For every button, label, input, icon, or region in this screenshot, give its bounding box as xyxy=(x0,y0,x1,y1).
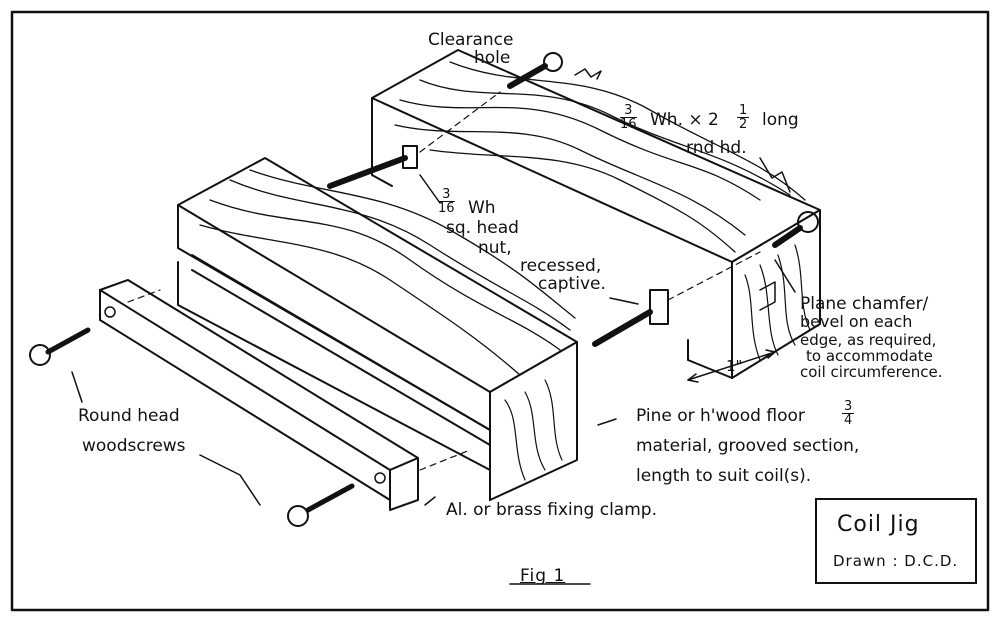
frac-num: 3 xyxy=(620,104,637,118)
screw-spec-text: Wh. × 2 xyxy=(650,110,719,130)
nut-fraction: 3 16 xyxy=(438,188,455,216)
sheet-border xyxy=(10,10,990,612)
frac-num: 1 xyxy=(737,103,750,118)
lower-wood-block xyxy=(177,157,578,501)
frac-den: 16 xyxy=(438,201,455,216)
frac-den: 4 xyxy=(844,413,853,428)
nut-label-2: sq. head xyxy=(446,218,519,238)
title-block: Coil Jig Drawn : D.C.D. xyxy=(815,498,977,584)
chamfer-label-3: edge, as required, xyxy=(800,331,937,349)
nut-label-5: captive. xyxy=(538,274,606,294)
title-block-drawn-by: Drawn : D.C.D. xyxy=(833,552,959,570)
nut-label-4: recessed, xyxy=(520,256,602,276)
clamp-label: Al. or brass fixing clamp. xyxy=(446,500,657,520)
title-block-title: Coil Jig xyxy=(837,512,920,537)
centre-lines xyxy=(127,91,761,471)
bolt-lower-front xyxy=(592,289,669,347)
frac-num: 3 xyxy=(842,399,855,414)
fixing-clamp xyxy=(99,279,419,511)
woodscrew-left xyxy=(29,327,91,366)
upper-wood-block xyxy=(371,49,821,379)
floor-fraction: 3 4 xyxy=(842,399,855,428)
bolt-right xyxy=(772,211,819,248)
floor-label-1: Pine or h'wood floor xyxy=(636,406,805,426)
screw-spec-end: long xyxy=(762,110,799,130)
floor-label-2: material, grooved section, xyxy=(636,436,860,456)
clearance-label-2: hole xyxy=(474,48,511,68)
figure-caption: Fig 1 xyxy=(520,566,566,586)
woodscrews-label-1: Round head xyxy=(78,406,180,426)
chamfer-label-2: bevel on each xyxy=(800,312,913,331)
woodscrews-label-2: woodscrews xyxy=(82,436,186,456)
dimension-label: 1" xyxy=(726,357,743,375)
screw-spec-fraction: 3 16 xyxy=(620,104,637,132)
frac-den: 2 xyxy=(739,117,748,132)
screw-spec-half: 1 2 xyxy=(737,103,750,132)
nut-label-1: Wh xyxy=(468,198,496,218)
chamfer-label-4: to accommodate xyxy=(806,347,933,365)
floor-label-3: length to suit coil(s). xyxy=(636,466,812,486)
woodscrew-bottom xyxy=(287,483,355,527)
frac-num: 3 xyxy=(438,188,455,202)
chamfer-label-5: coil circumference. xyxy=(800,363,943,381)
bolt-upper-front xyxy=(327,145,418,189)
leader-lines xyxy=(71,68,796,506)
chamfer-label-1: Plane chamfer/ xyxy=(800,294,929,314)
screw-spec-line2: rnd hd. xyxy=(686,138,747,158)
clearance-label: Clearance xyxy=(428,30,514,50)
nut-label-3: nut, xyxy=(478,238,512,258)
dimension-1inch xyxy=(687,349,776,383)
bolt-upper-rear xyxy=(507,52,563,89)
frac-den: 16 xyxy=(620,117,637,132)
